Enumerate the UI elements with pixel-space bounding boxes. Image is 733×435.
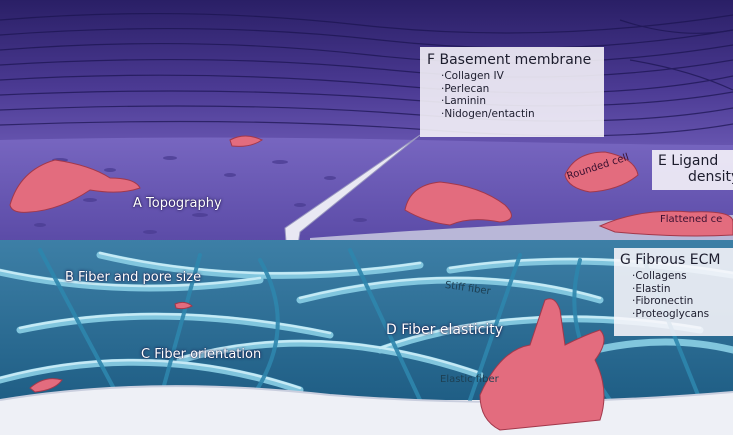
label-fiber-elasticity: D Fiber elasticity bbox=[386, 323, 503, 338]
list-item: ·Collagen IV bbox=[441, 70, 604, 83]
fibrous-ecm-title: G Fibrous ECM bbox=[620, 252, 733, 268]
label-fiber-orientation: C Fiber orientation bbox=[141, 347, 261, 362]
list-item: ·Elastin bbox=[632, 283, 733, 296]
label-fiber-pore-size: B Fiber and pore size bbox=[65, 270, 201, 285]
list-item: ·Perlecan bbox=[441, 83, 604, 96]
label-topography: A Topography bbox=[133, 196, 222, 211]
list-item: ·Nidogen/entactin bbox=[441, 108, 604, 121]
ligand-density-box: E Ligand density bbox=[652, 150, 733, 190]
basement-membrane-box: F Basement membrane ·Collagen IV ·Perlec… bbox=[420, 47, 604, 137]
list-item: ·Laminin bbox=[441, 95, 604, 108]
fibrous-ecm-list: ·Collagens ·Elastin ·Fibronectin ·Proteo… bbox=[632, 270, 733, 320]
list-item: ·Proteoglycans bbox=[632, 308, 733, 321]
fibrous-ecm-box: G Fibrous ECM ·Collagens ·Elastin ·Fibro… bbox=[614, 248, 733, 336]
ligand-density-line2: density bbox=[658, 169, 733, 185]
list-item: ·Fibronectin bbox=[632, 295, 733, 308]
label-elastic-fiber: Elastic fiber bbox=[440, 372, 499, 387]
upper-tissue bbox=[0, 0, 733, 160]
basement-membrane-list: ·Collagen IV ·Perlecan ·Laminin ·Nidogen… bbox=[441, 70, 604, 120]
label-flattened-cell: Flattened ce bbox=[660, 212, 722, 227]
ligand-density-line1: E Ligand bbox=[658, 153, 733, 169]
list-item: ·Collagens bbox=[632, 270, 733, 283]
basement-membrane-title: F Basement membrane bbox=[427, 52, 604, 68]
